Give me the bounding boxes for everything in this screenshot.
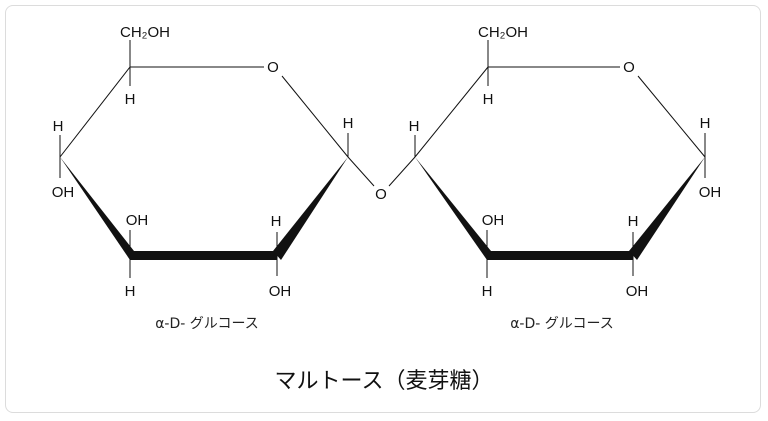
left-ring-oxygen-label: O xyxy=(267,59,279,76)
right-glucose-ring xyxy=(388,40,706,278)
right-c5-h-label: H xyxy=(483,91,494,108)
left-c4-oh-label: OH xyxy=(52,184,75,201)
right-c2-oh-label: OH xyxy=(626,283,649,300)
diagram-title: マルトース（麦芽糖） xyxy=(275,369,494,394)
left-glucose-ring xyxy=(59,40,375,278)
glycosidic-oxygen-label: O xyxy=(375,186,387,203)
left-c2-oh-label: OH xyxy=(269,283,292,300)
right-ring-oxygen-label: O xyxy=(623,59,635,76)
right-c2-h-label: H xyxy=(628,213,639,230)
left-c2-h-label: H xyxy=(271,213,282,230)
left-c3-h-label: H xyxy=(125,283,136,300)
right-c3-h-label: H xyxy=(482,283,493,300)
left-c5-h-label: H xyxy=(125,91,136,108)
right-ch2oh-label: CH₂OH xyxy=(478,24,528,41)
right-ring-caption: α-D- グルコース xyxy=(510,316,614,332)
right-c1-h-label: H xyxy=(700,115,711,132)
left-c4-h-label: H xyxy=(53,118,64,135)
right-c1-oh-label: OH xyxy=(699,184,722,201)
right-c3-oh-label: OH xyxy=(482,212,505,229)
left-ring-caption: α-D- グルコース xyxy=(155,316,259,332)
left-c1-h-label: H xyxy=(343,115,354,132)
diagram-frame xyxy=(5,5,761,413)
left-ch2oh-label: CH₂OH xyxy=(120,24,170,41)
right-c4-h-label: H xyxy=(409,118,420,135)
left-c3-oh-label: OH xyxy=(126,212,149,229)
